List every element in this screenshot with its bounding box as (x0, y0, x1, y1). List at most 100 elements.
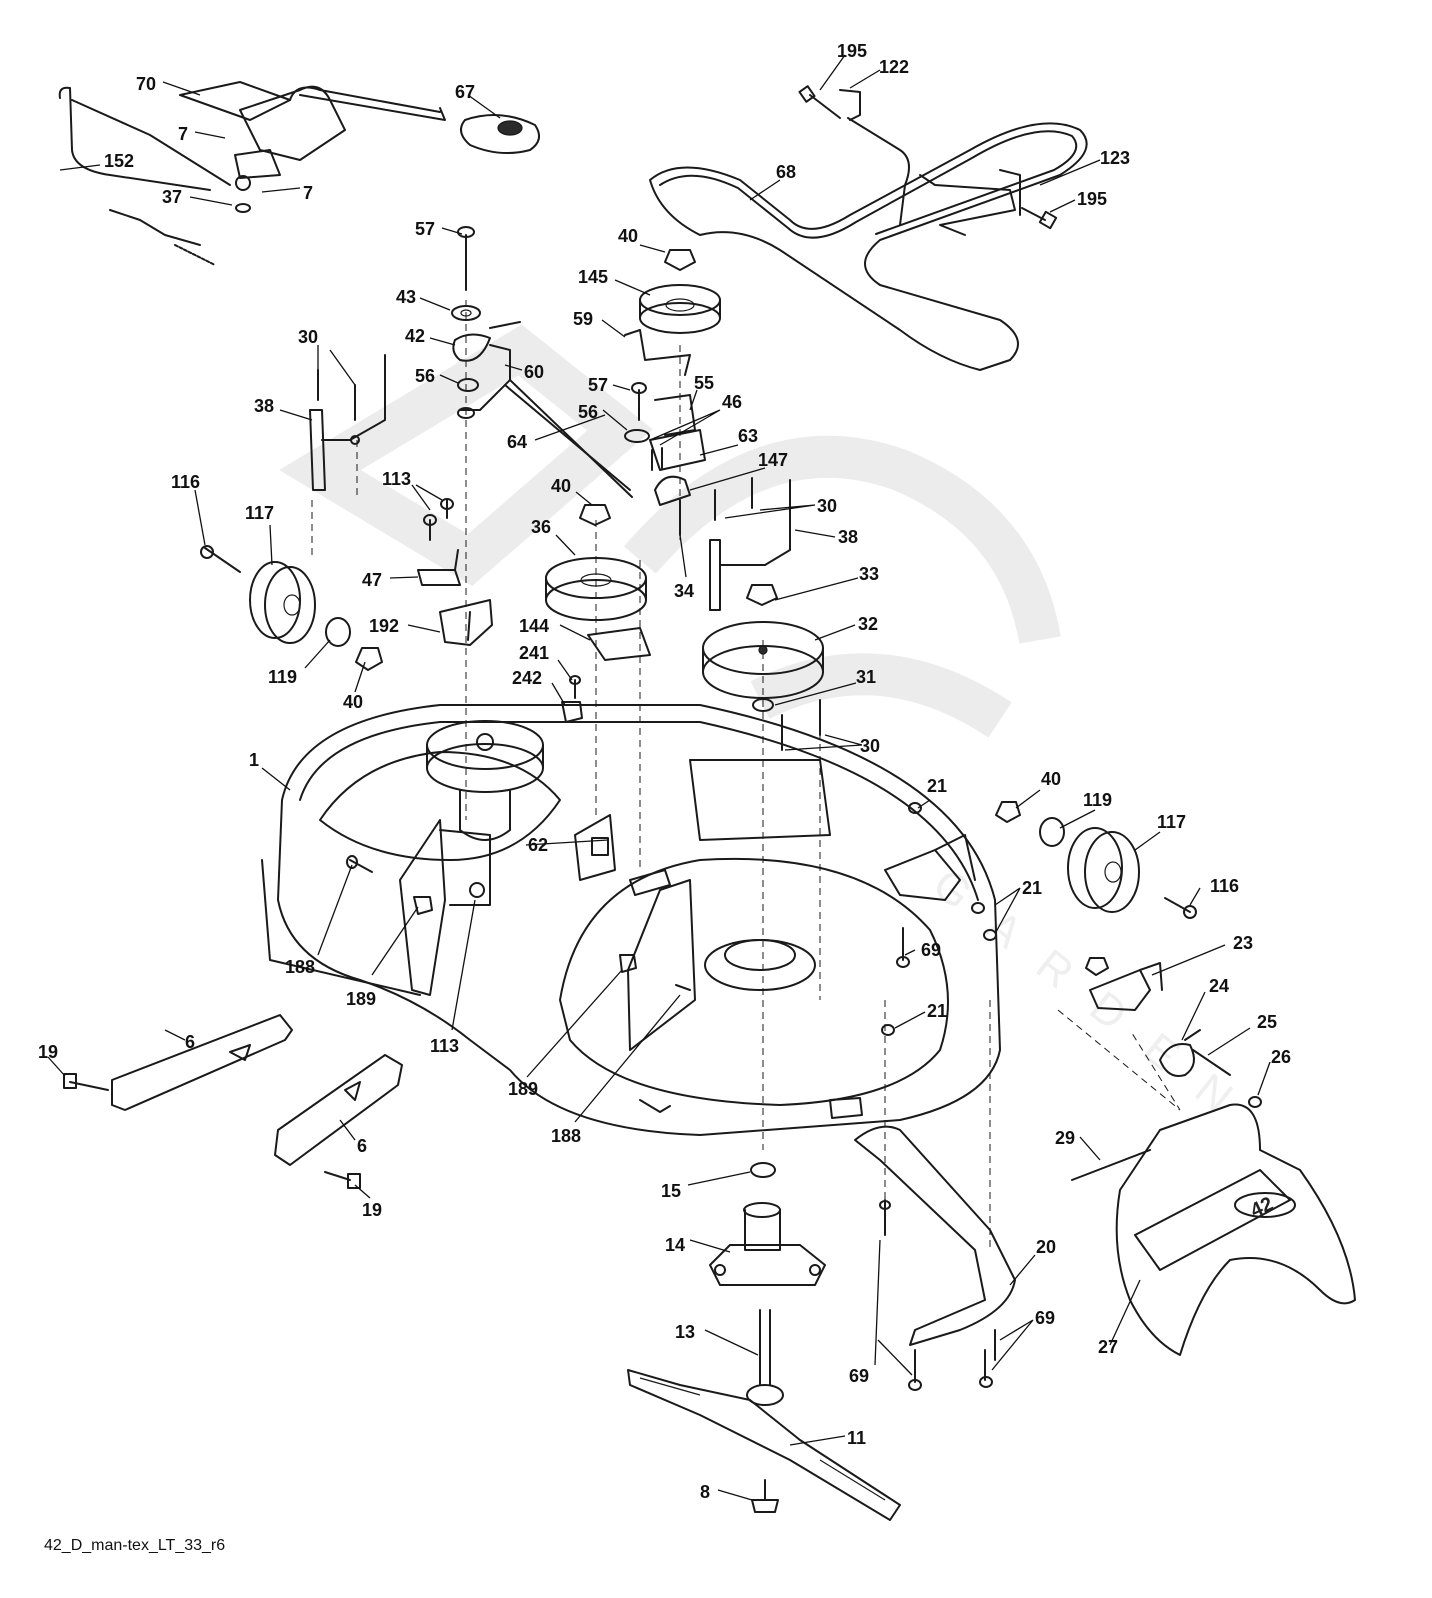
callout-195: 195 (1077, 189, 1107, 209)
callout-25: 25 (1257, 1012, 1277, 1032)
deflector-arm-upper (63, 1014, 293, 1111)
deflector-arm-lower (274, 1054, 403, 1189)
callout-47: 47 (362, 570, 382, 590)
pulley-32 (702, 584, 824, 751)
callout-119: 119 (268, 667, 297, 687)
callout-20: 20 (1036, 1237, 1056, 1257)
callout-21: 21 (1022, 878, 1042, 898)
baffle-20 (854, 1125, 1016, 1346)
callout-19: 19 (38, 1042, 58, 1062)
idler-arm-left (451, 226, 633, 498)
mower-deck (261, 704, 1001, 1136)
assembly-lines (311, 300, 1181, 1250)
callout-8: 8 (700, 1482, 710, 1502)
callout-123: 123 (1100, 148, 1130, 168)
arm-38-left (309, 354, 386, 491)
callout-21: 21 (927, 776, 947, 796)
callout-64: 64 (507, 432, 527, 452)
callout-11: 11 (847, 1428, 866, 1448)
callout-56: 56 (415, 366, 435, 386)
mower-blade (627, 1369, 901, 1521)
callout-117: 117 (245, 503, 274, 523)
callout-40: 40 (1041, 769, 1061, 789)
callout-145: 145 (578, 267, 608, 287)
callout-70: 70 (136, 74, 156, 94)
callout-67: 67 (455, 82, 475, 102)
callout-6: 6 (357, 1136, 367, 1156)
callout-192: 192 (369, 616, 399, 636)
bolt-195-top (798, 85, 841, 119)
callout-36: 36 (531, 517, 551, 537)
callout-69: 69 (921, 940, 941, 960)
callout-15: 15 (661, 1181, 681, 1201)
chute-spring (1071, 1029, 1262, 1181)
callout-14: 14 (665, 1235, 685, 1255)
callout-46: 46 (722, 392, 742, 412)
callout-241: 241 (519, 643, 549, 663)
callout-152: 152 (104, 151, 134, 171)
arm-38-right (679, 477, 791, 611)
bolts-69-bottom (879, 1199, 996, 1391)
callout-55: 55 (694, 373, 714, 393)
chute-marking-text: 42 (1247, 1193, 1276, 1222)
callout-labels: 70 67 7 152 37 7 195 122 123 68 195 57 4… (38, 41, 1291, 1502)
callout-117: 117 (1157, 812, 1186, 832)
callout-147: 147 (758, 450, 788, 470)
leader-lines (47, 54, 1271, 1501)
callout-40: 40 (618, 226, 638, 246)
callout-116: 116 (171, 472, 200, 492)
discharge-chute: 42 (1115, 1103, 1356, 1356)
lift-handle-assembly (58, 81, 446, 266)
blade-bolt (751, 1479, 779, 1513)
wheel-left (200, 545, 383, 671)
callout-26: 26 (1271, 1047, 1291, 1067)
callout-69: 69 (1035, 1308, 1055, 1328)
callout-57: 57 (415, 219, 435, 239)
callout-7: 7 (178, 124, 188, 144)
pulley-36 (545, 504, 651, 661)
callout-195: 195 (837, 41, 867, 61)
callout-29: 29 (1055, 1128, 1075, 1148)
callout-1: 1 (249, 750, 259, 770)
callout-32: 32 (858, 614, 878, 634)
callout-113: 113 (382, 469, 411, 489)
callout-40: 40 (551, 476, 571, 496)
callout-30: 30 (860, 736, 880, 756)
callout-31: 31 (856, 667, 876, 687)
chute-bracket (1085, 957, 1163, 1011)
handle-knob (460, 114, 540, 155)
callout-69: 69 (849, 1366, 869, 1386)
drawing-code: 42_D_man-tex_LT_33_r6 (44, 1537, 226, 1554)
callout-189: 189 (346, 989, 376, 1009)
wheel-right (995, 801, 1197, 919)
callout-13: 13 (675, 1322, 695, 1342)
callout-43: 43 (396, 287, 416, 307)
bracket-47-192 (417, 498, 493, 646)
callout-24: 24 (1209, 976, 1229, 996)
callout-188: 188 (551, 1126, 581, 1146)
pulley-145 (624, 249, 721, 436)
spindle-assembly (709, 1162, 826, 1406)
bracket-63 (624, 382, 706, 506)
hardware-21-69 (881, 802, 997, 1036)
deck-brackets (399, 814, 976, 1051)
callout-27: 27 (1098, 1337, 1118, 1357)
drive-belt (649, 122, 1088, 371)
callout-40: 40 (343, 692, 363, 712)
callout-42: 42 (405, 326, 425, 346)
callout-37: 37 (162, 187, 182, 207)
watermark-text: G A R D E N (924, 859, 1251, 1129)
callout-19: 19 (362, 1200, 382, 1220)
callout-189: 189 (508, 1079, 538, 1099)
callout-56: 56 (578, 402, 598, 422)
callout-63: 63 (738, 426, 758, 446)
deck-spindle-left (426, 720, 544, 841)
callout-242: 242 (512, 668, 542, 688)
callout-116: 116 (1210, 876, 1239, 896)
callout-38: 38 (838, 527, 858, 547)
callout-33: 33 (859, 564, 879, 584)
callout-23: 23 (1233, 933, 1253, 953)
callout-30: 30 (817, 496, 837, 516)
belt-guide (839, 89, 1021, 236)
